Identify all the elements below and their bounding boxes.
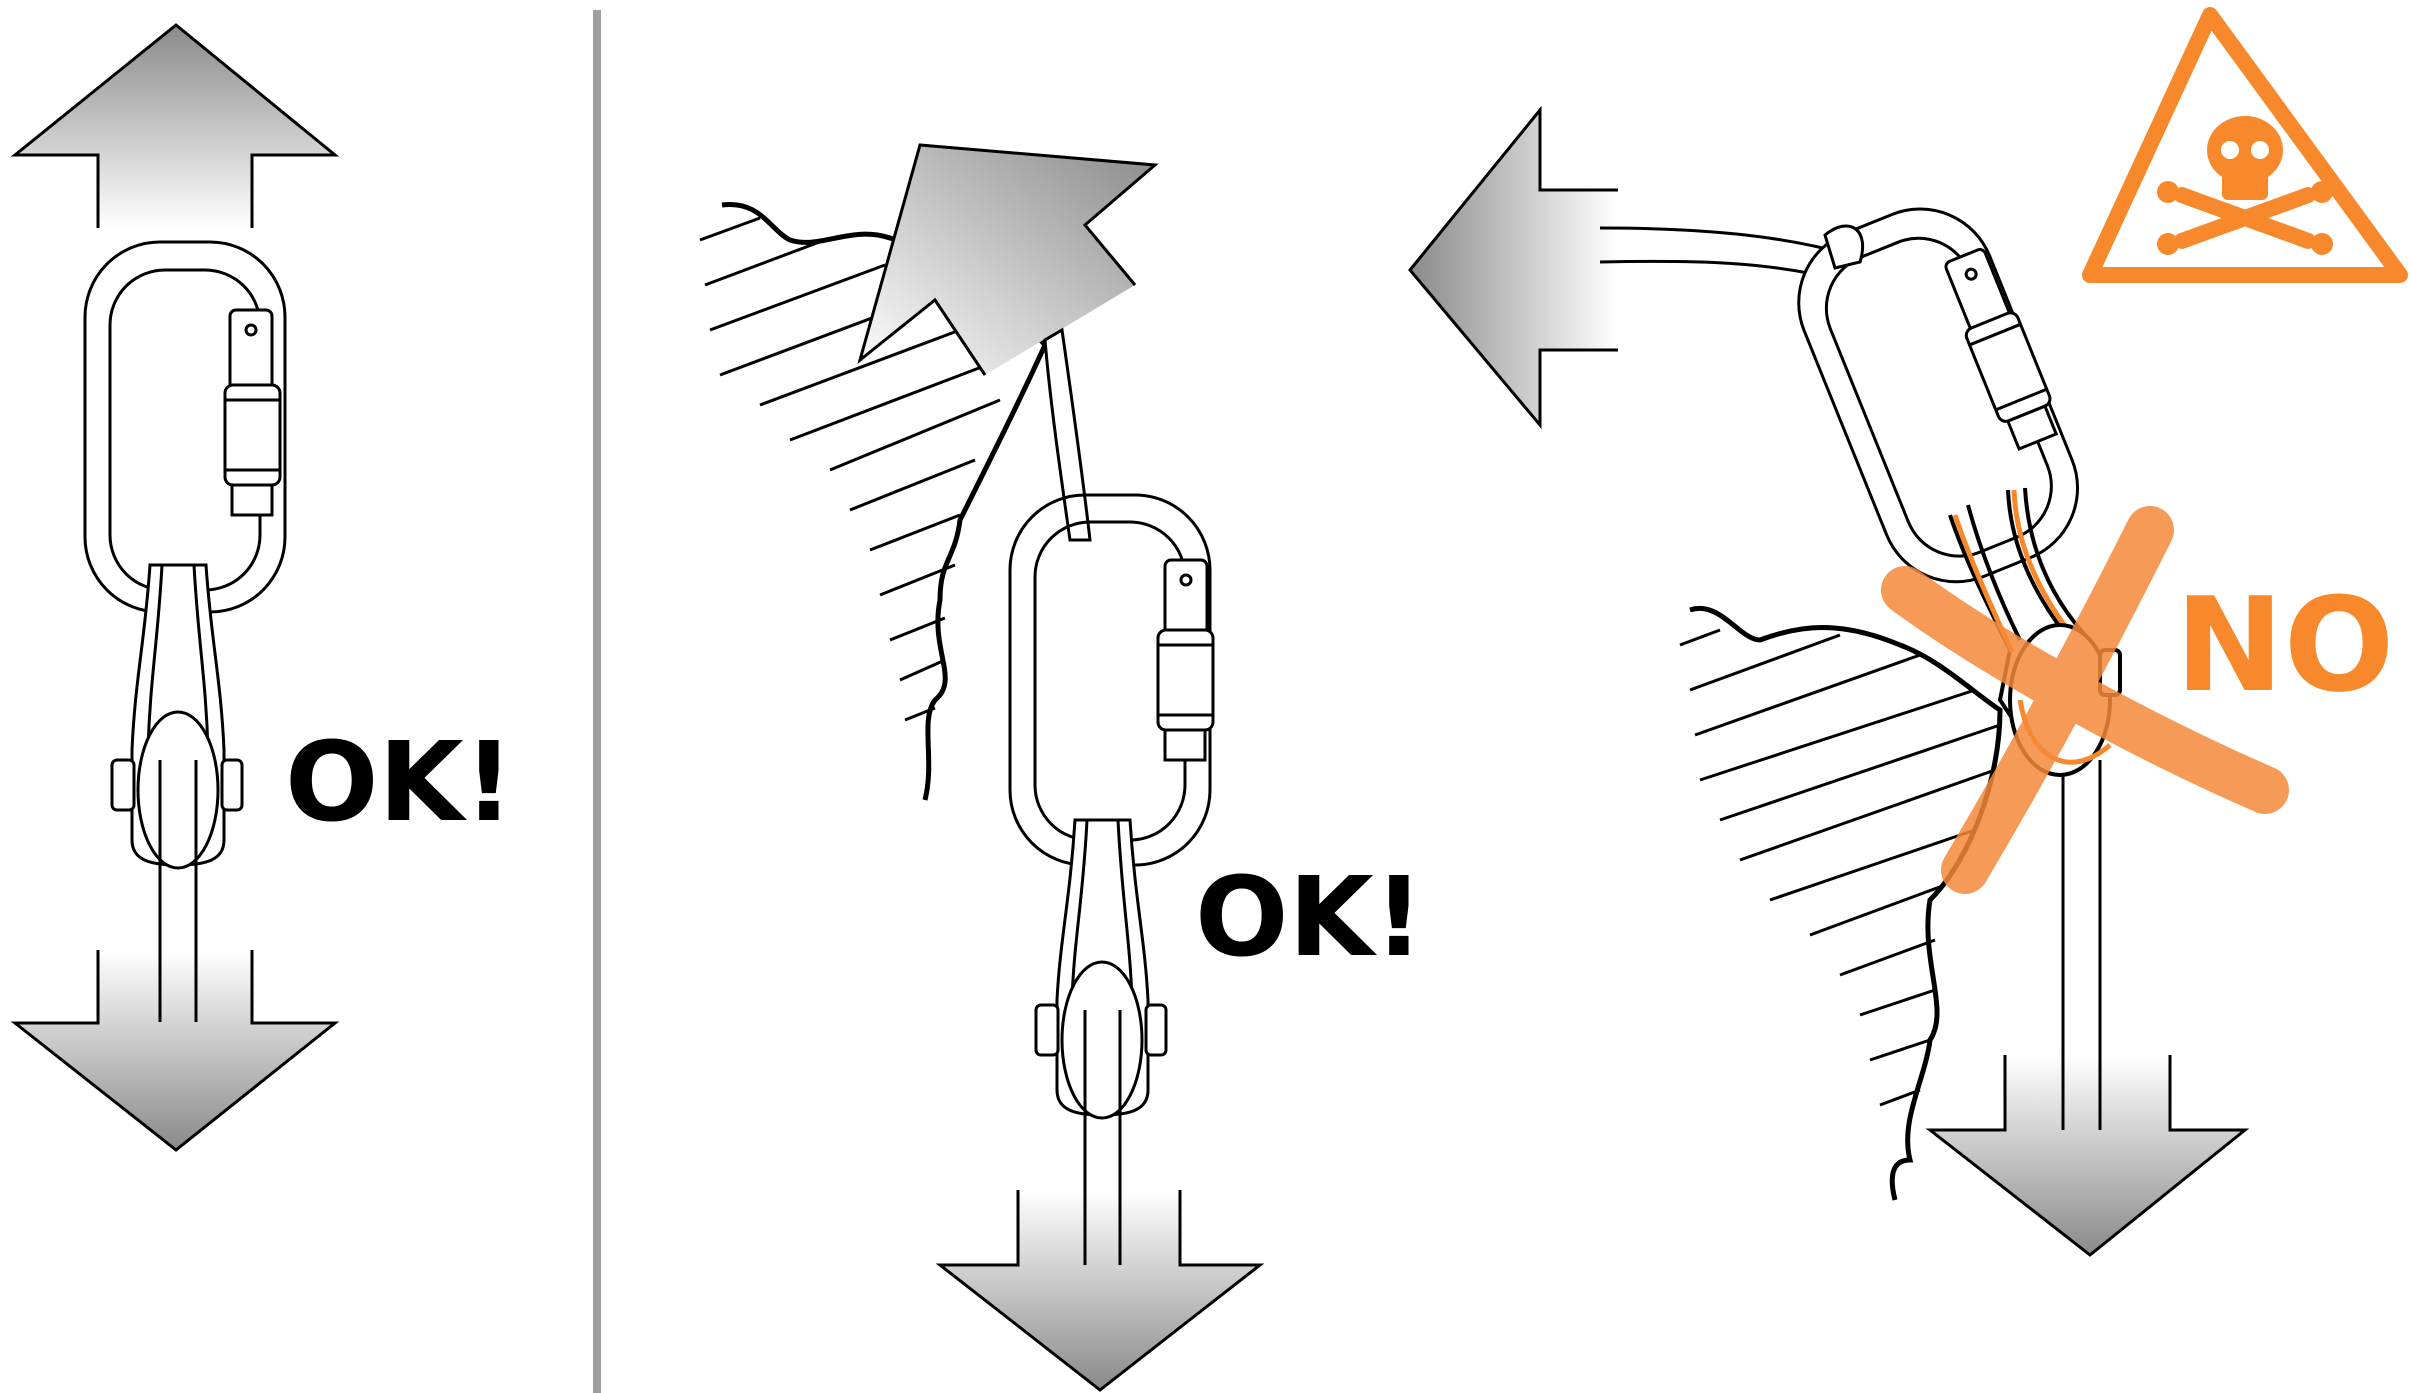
rock-hatching-icon — [1679, 605, 2003, 1201]
panel-3-side-load: NO — [1408, 7, 2408, 1257]
carabiner-icon — [1797, 207, 2080, 584]
danger-skull-icon — [2082, 7, 2408, 283]
rock-hatching-icon — [699, 201, 1048, 801]
panel-3-verdict-label: NO — [2175, 569, 2394, 721]
carabiner-icon — [83, 240, 287, 614]
carabiner-icon — [1008, 493, 1215, 867]
panel-1-vertical-load: OK! — [10, 23, 514, 1152]
load-arrow-left-icon — [1408, 105, 1618, 430]
rope — [2061, 760, 2102, 1130]
pulley-icon — [1034, 818, 1168, 1120]
load-arrow-down-icon — [1925, 1055, 2250, 1257]
panel-2-verdict-label: OK! — [1195, 853, 1424, 981]
load-arrow-down-icon — [10, 950, 340, 1152]
panel-2-edge-load: OK! — [699, 143, 1424, 1392]
pulley-icon — [110, 563, 244, 870]
load-arrow-up-icon — [10, 23, 340, 228]
panel-1-verdict-label: OK! — [285, 718, 514, 846]
load-arrow-diagonal-icon — [857, 143, 1159, 376]
sling — [1043, 327, 1092, 542]
sling — [1823, 224, 1865, 270]
load-arrow-down-icon — [935, 1190, 1265, 1392]
prohibited-cross-icon — [1881, 506, 2289, 894]
